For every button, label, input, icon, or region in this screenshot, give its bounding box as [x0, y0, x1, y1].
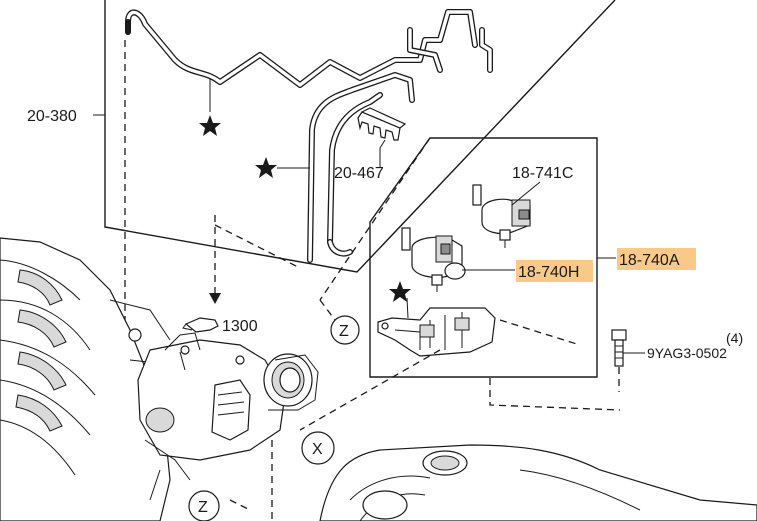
- star-icon: [199, 115, 221, 136]
- label-ref-z-lower: Z: [198, 499, 208, 516]
- vacuum-hose-lower: [307, 27, 493, 263]
- leader-clip: [379, 139, 386, 168]
- label-ref-x: X: [312, 441, 323, 458]
- dashed-guide-right: [499, 319, 581, 346]
- cylinder-head-cover: [319, 444, 757, 521]
- star-icon: [255, 157, 277, 178]
- hose-clip-part: [357, 107, 407, 141]
- highlight-valve-h: [516, 260, 593, 282]
- vacuum-hose-upper: [125, 9, 478, 88]
- dashed-guide-lower-right: [489, 378, 621, 411]
- dashed-guide-z-bottom: [229, 499, 251, 511]
- intake-manifold: [0, 237, 181, 521]
- star-icon: [389, 281, 411, 302]
- solenoid-valve-741c: [472, 184, 531, 248]
- dashed-guide: [319, 137, 431, 301]
- highlight-valve-a: [617, 248, 696, 270]
- fastener-clip-icon: [182, 317, 219, 333]
- leader-star-box: [406, 297, 409, 319]
- leader-valve-c: [511, 181, 541, 206]
- label-ref-z-upper: Z: [339, 323, 349, 340]
- arrow-down-icon: [209, 293, 221, 304]
- label-fastener: 1300: [222, 318, 258, 335]
- label-valve-c: 18-741C: [512, 165, 573, 182]
- label-valve-h: 18-740H: [518, 264, 579, 281]
- label-clip: 20-467: [334, 165, 384, 182]
- label-bolt: 9YAG3-0502: [647, 345, 727, 361]
- throttle-body: [137, 332, 319, 501]
- solenoid-valve-740h: [401, 227, 466, 292]
- hose-assembly-frame: [104, 0, 616, 273]
- bolt-part: [611, 329, 627, 367]
- valve-bracket: [377, 307, 496, 357]
- label-hose-assembly: 20-380: [27, 108, 77, 125]
- ref-circle-z-upper: [330, 315, 360, 345]
- dashed-guide-z: [319, 299, 336, 321]
- label-valve-a: 18-740A: [619, 252, 680, 269]
- ref-circle-x: [301, 431, 335, 465]
- ref-circle-z-lower: [188, 490, 220, 521]
- label-bolt-qty: (4): [726, 330, 743, 346]
- dashed-guide-diag: [214, 224, 301, 269]
- dashed-guide-throttle: [299, 349, 441, 431]
